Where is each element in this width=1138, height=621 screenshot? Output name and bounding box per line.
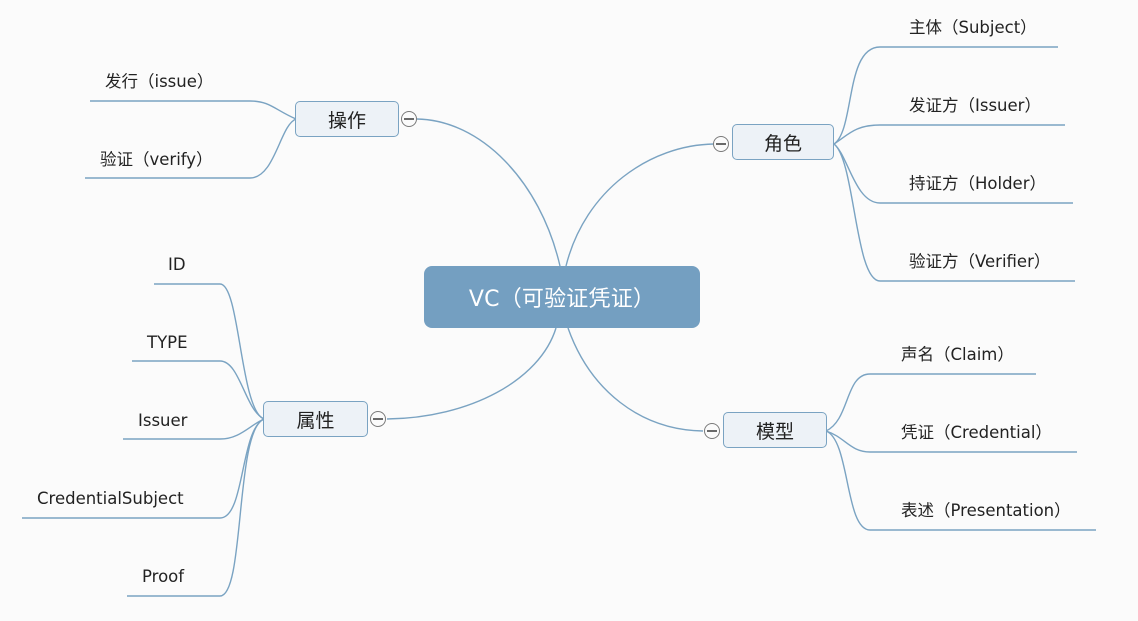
link-model-credential [825,430,1077,453]
leaf-claim[interactable]: 声名（Claim） [901,345,1014,364]
link-roles-subject [833,46,1058,145]
leaf-verify[interactable]: 验证（verify） [100,150,213,169]
topic-model-label: 模型 [755,420,794,443]
link-root-attributes [386,327,557,420]
collapse-model-icon[interactable] [704,423,720,439]
root-topic-label: VC（可验证凭证） [468,287,656,312]
leaf-credential-subject[interactable]: CredentialSubject [37,489,184,508]
leaf-credential[interactable]: 凭证（Credential） [901,423,1052,442]
leaf-verifier[interactable]: 验证方（Verifier） [909,252,1051,271]
topic-attributes-label: 属性 [296,409,335,432]
link-attr-type [132,360,265,420]
link-root-operations [416,118,561,267]
link-root-roles [565,143,715,267]
link-roles-verifier [833,143,1075,282]
link-root-model [567,327,704,432]
root-topic[interactable]: VC（可验证凭证） [424,266,700,328]
link-attr-id [154,283,265,420]
leaf-presentation[interactable]: 表述（Presentation） [901,501,1071,520]
leaf-holder[interactable]: 持证方（Holder） [909,174,1046,193]
topic-operations[interactable]: 操作 [295,101,399,137]
link-model-claim [825,373,1036,432]
topic-roles-label: 角色 [763,132,802,155]
link-attr-proof [127,418,265,597]
topic-attributes[interactable]: 属性 [263,401,368,437]
topic-roles[interactable]: 角色 [732,124,834,160]
topic-model[interactable]: 模型 [723,412,827,448]
leaf-issuer-attr[interactable]: Issuer [138,411,188,430]
leaf-issue[interactable]: 发行（issue） [105,72,214,91]
link-model-presentation [825,430,1096,531]
topic-operations-label: 操作 [327,109,366,132]
leaf-issuer-role[interactable]: 发证方（Issuer） [909,96,1041,115]
leaf-proof[interactable]: Proof [142,567,185,586]
collapse-roles-icon[interactable] [713,136,729,152]
link-roles-issuer [833,124,1065,145]
collapse-attributes-icon[interactable] [370,411,386,427]
link-op-issue [90,100,297,120]
leaf-subject[interactable]: 主体（Subject） [909,18,1037,37]
collapse-operations-icon[interactable] [401,111,417,127]
leaf-id[interactable]: ID [168,255,186,274]
link-op-verify [85,118,297,179]
leaf-type[interactable]: TYPE [147,333,188,352]
